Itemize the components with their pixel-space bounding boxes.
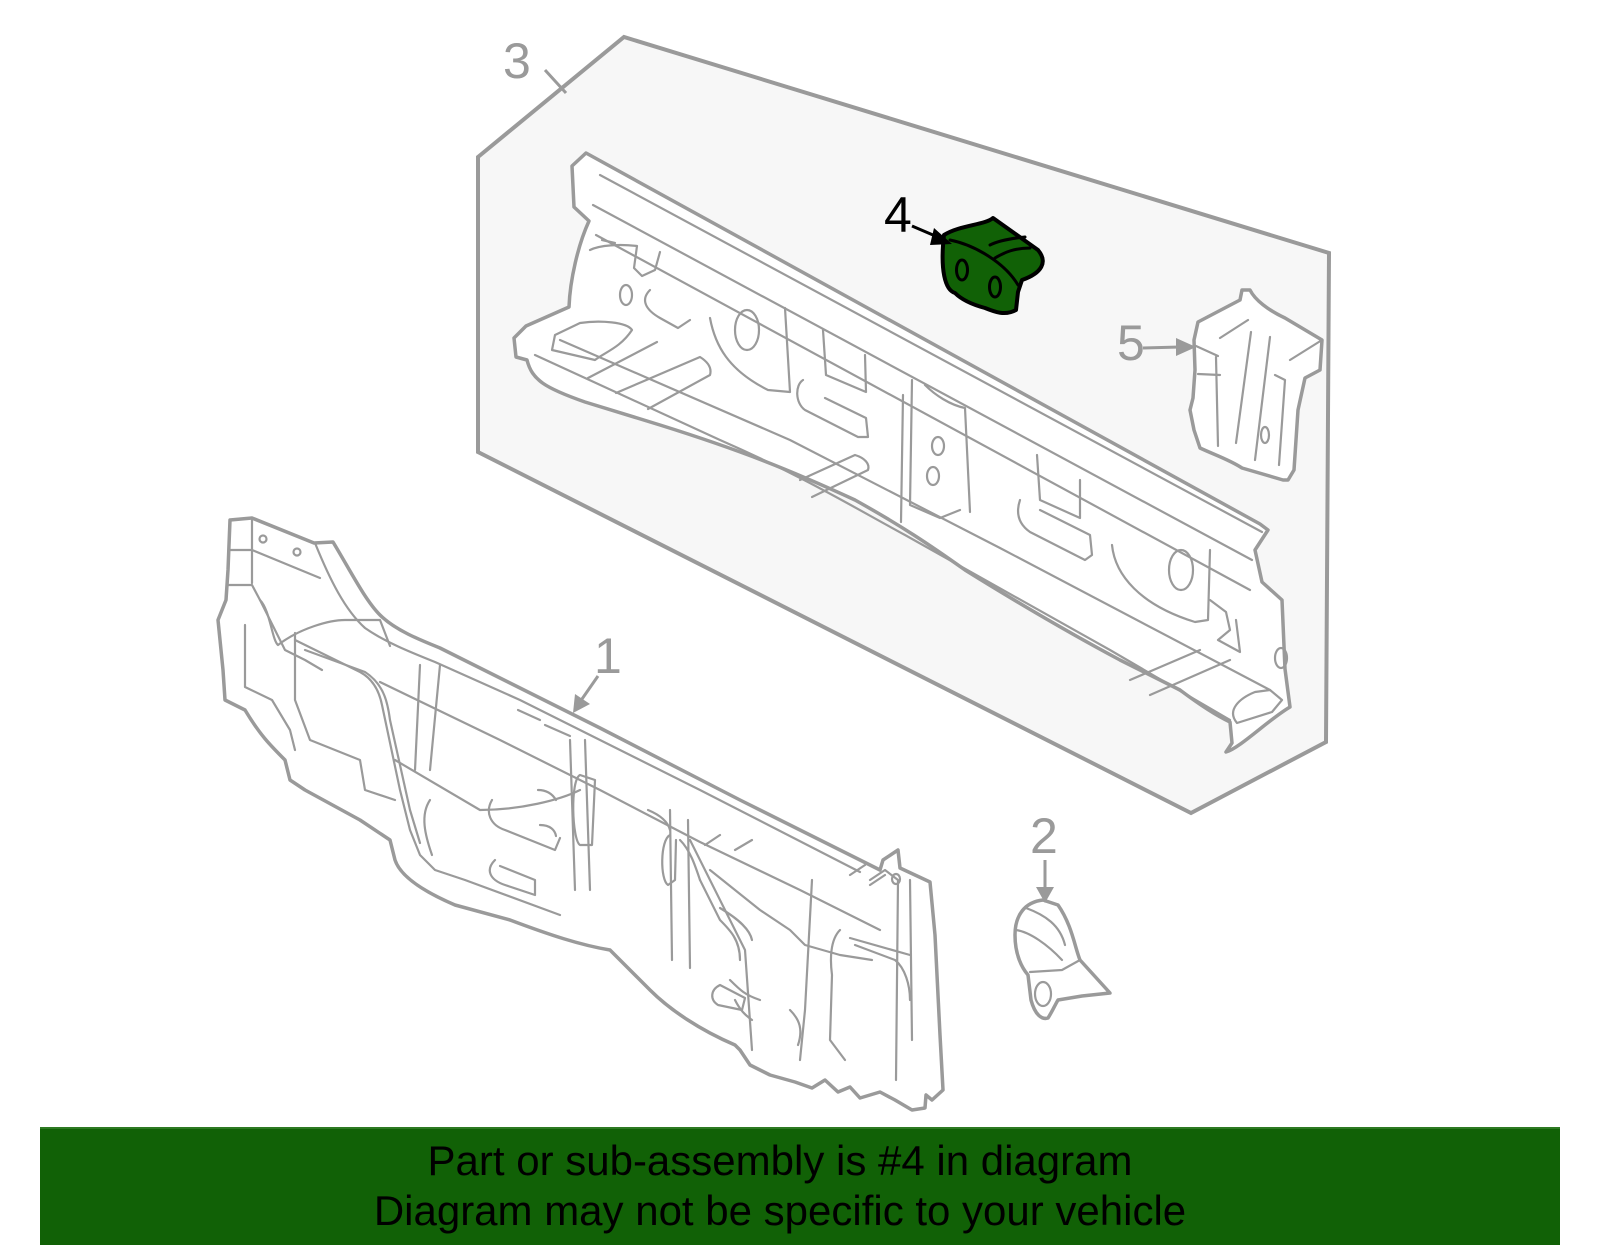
arrow-icon: [573, 694, 590, 713]
banner-disclaimer-text: Diagram may not be specific to your vehi…: [373, 1187, 1187, 1234]
disclaimer-banner: Part or sub-assembly is #4 in diagram Di…: [40, 1127, 1560, 1245]
callout-4[interactable]: 4: [884, 187, 952, 245]
highlighted-bracket-part-4[interactable]: [940, 216, 1045, 316]
small-bracket-part-2[interactable]: [1013, 898, 1112, 1021]
callout-3[interactable]: 3: [503, 33, 568, 95]
callout-1-label: 1: [594, 628, 622, 684]
dash-panel-part-1[interactable]: [216, 516, 945, 1112]
arrow-icon: [1176, 338, 1196, 356]
callout-1[interactable]: 1: [573, 628, 622, 713]
callout-2-label: 2: [1030, 808, 1058, 864]
side-extension-part[interactable]: [1188, 288, 1324, 482]
callout-3-label: 3: [503, 33, 531, 89]
callout-5[interactable]: 5: [1117, 315, 1196, 371]
callout-2[interactable]: 2: [1030, 808, 1058, 903]
callout-5-label: 5: [1117, 315, 1145, 371]
banner-part-info-text: Part or sub-assembly is #4 in diagram: [427, 1137, 1133, 1184]
arrow-icon: [1036, 887, 1054, 903]
arrow-icon: [930, 228, 952, 245]
callout-4-label: 4: [884, 187, 912, 243]
cowl-panel-part[interactable]: [512, 151, 1292, 754]
